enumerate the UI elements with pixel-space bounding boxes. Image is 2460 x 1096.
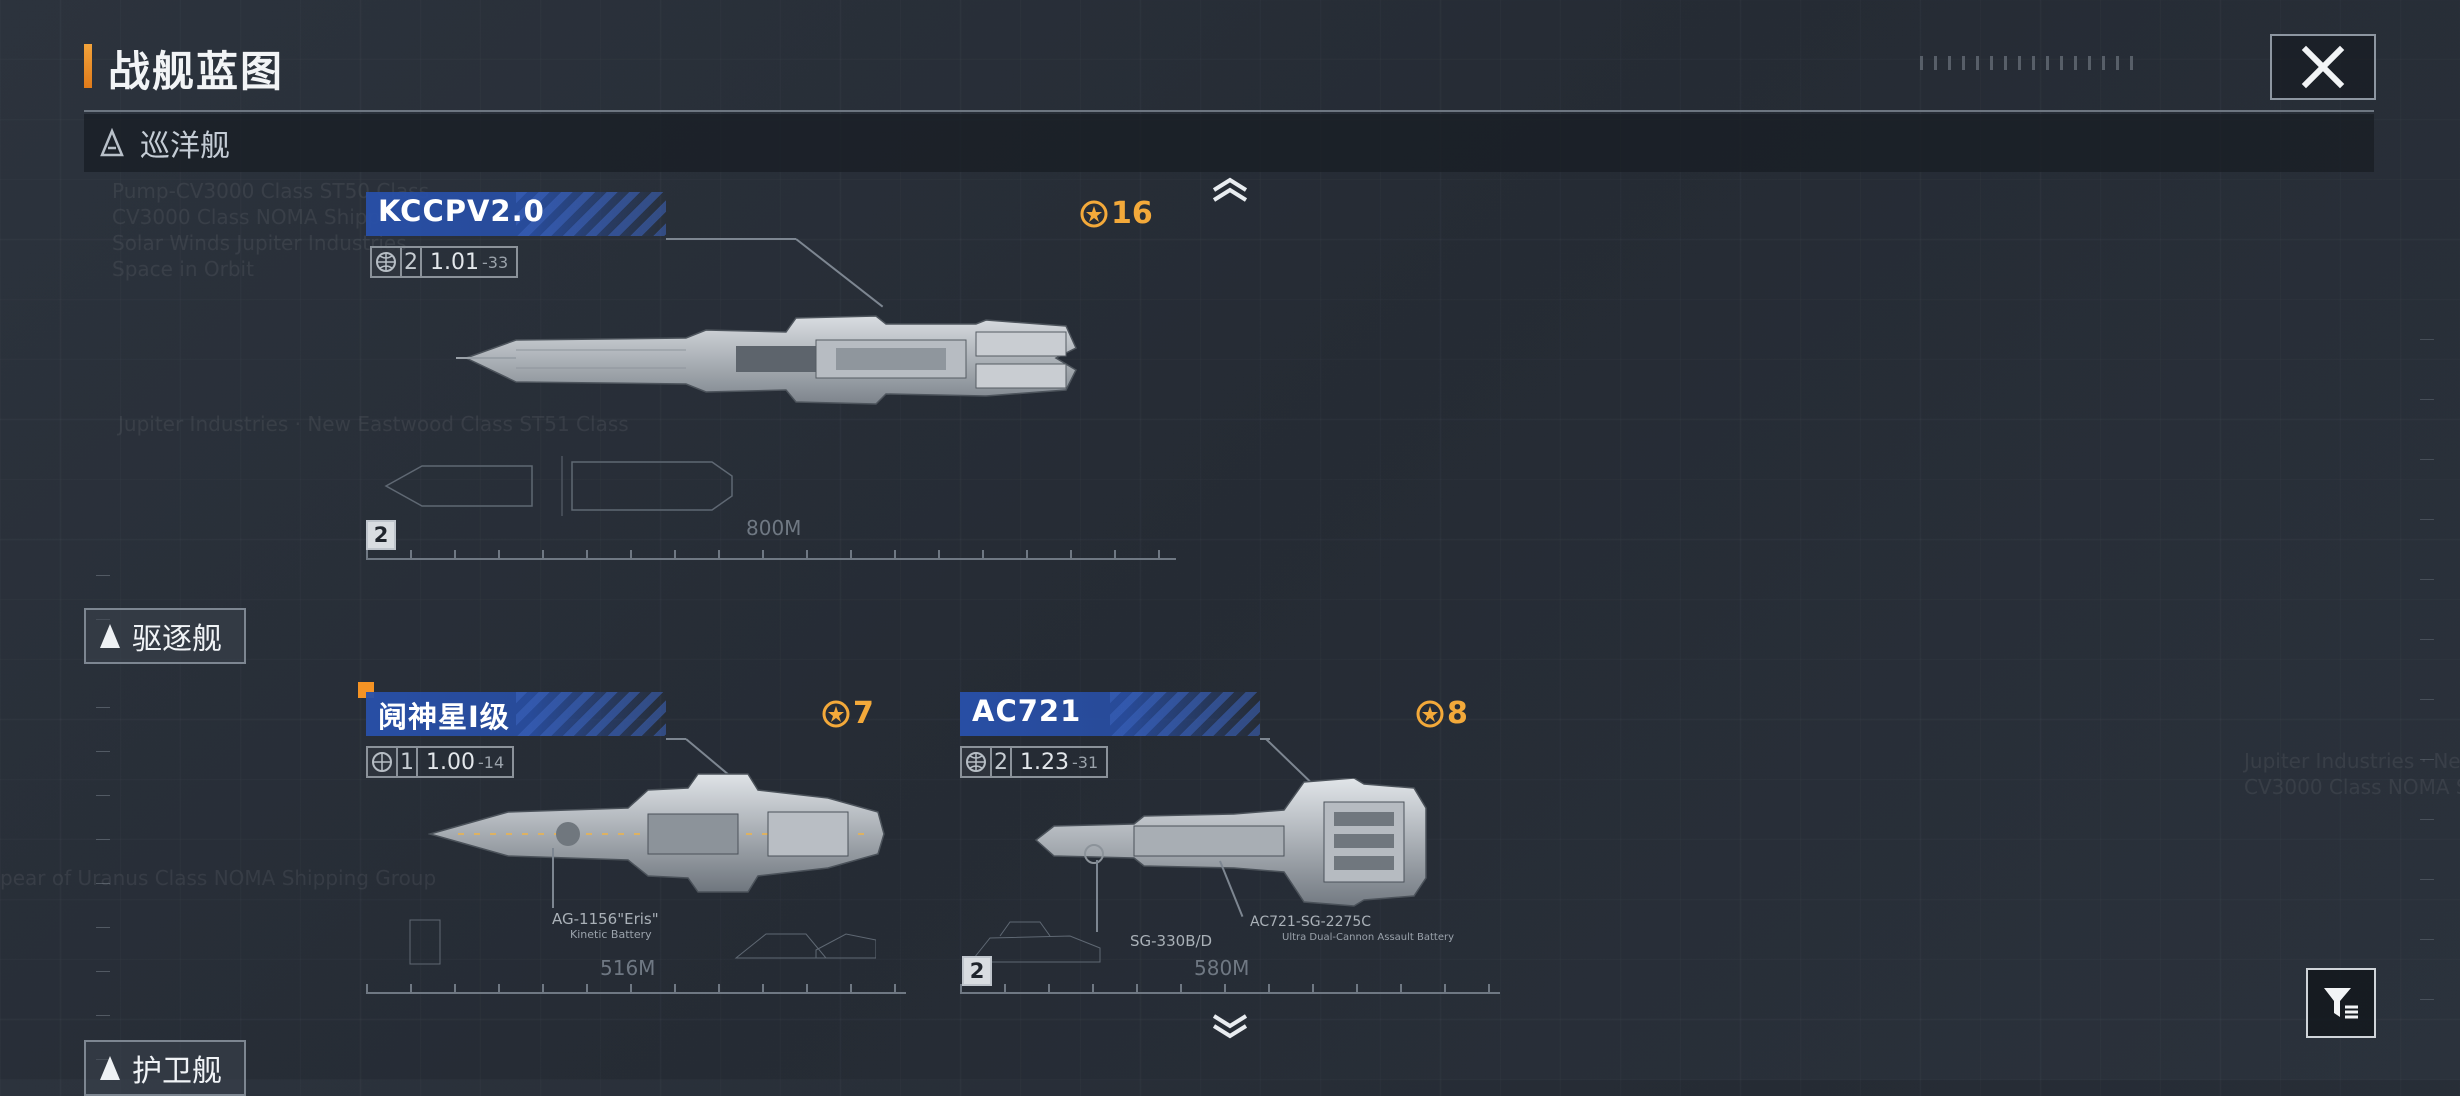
filter-icon	[2324, 988, 2358, 1019]
leader-line	[666, 238, 796, 240]
leader-line	[795, 238, 884, 308]
ship-scale-ruler	[960, 984, 1500, 994]
ship-blueprint-ac721	[1034, 778, 1427, 907]
command-point-icon	[822, 700, 850, 727]
ship-blueprint-kccpv2	[456, 315, 1077, 405]
ship-schematic	[409, 919, 876, 965]
category-label: 驱逐舰	[132, 622, 222, 657]
ship-version-main: 1.00	[426, 749, 475, 775]
ship-cost: 8	[1416, 696, 1468, 731]
category-header-frigate[interactable]: 护卫舰	[84, 1040, 246, 1096]
category-label: 护卫舰	[132, 1054, 222, 1089]
ship-name-banner	[366, 192, 666, 236]
ship-version-sub: -33	[481, 252, 509, 272]
ship-info-row: 2 1.23-31	[960, 746, 1109, 778]
ship-cost: 7	[822, 696, 874, 731]
header-divider	[84, 110, 2374, 112]
ship-level: 1	[398, 746, 418, 778]
filter-button[interactable]	[2306, 968, 2376, 1038]
leader-line	[666, 738, 686, 740]
ship-version: 1.23-31	[1012, 746, 1109, 778]
ship-scale-ruler	[366, 984, 906, 994]
ship-name: KCCPV2.0	[378, 194, 545, 228]
ship-version: 1.01-33	[422, 246, 519, 278]
ship-version-main: 1.23	[1020, 749, 1069, 775]
background-ruler	[2420, 300, 2434, 1000]
command-point-icon	[1080, 200, 1108, 227]
command-point-icon	[1416, 700, 1444, 727]
weapon-callout-sub: Ultra Dual-Cannon Assault Battery	[1282, 932, 1455, 943]
leader-line	[552, 848, 554, 908]
background-decor-text: Jupiter Industries · New Eastwood Class …	[118, 412, 629, 436]
ship-info-row: 2 1.01-33	[370, 246, 519, 278]
ship-card-eris[interactable]: 阋神星Ⅰ级 7 1 1.00-14 AG-1156"Eris" Kinetic …	[366, 692, 906, 1002]
ship-cost-value: 7	[853, 696, 874, 731]
globe-icon	[370, 246, 402, 278]
weapon-callout: AG-1156"Eris"	[552, 910, 659, 928]
ship-class-icon	[100, 128, 124, 157]
ship-card-kccpv2[interactable]: KCCPV2.0 16 2 1.01-33 2 800M	[366, 192, 1186, 562]
background-ruler	[96, 540, 110, 1060]
ship-card-ac721[interactable]: AC721 8 2 1.23-31 SG-330B/D AC721-SG-227…	[960, 692, 1500, 1002]
ship-level: 2	[992, 746, 1012, 778]
ship-scale-ruler	[366, 550, 1176, 560]
ship-version-main: 1.01	[430, 249, 479, 275]
ship-length: 516M	[600, 956, 656, 980]
leader-line	[1096, 860, 1098, 932]
close-button[interactable]	[2270, 34, 2376, 100]
ship-tier-badge: 2	[366, 520, 396, 550]
category-header-destroyer[interactable]: 驱逐舰	[84, 608, 246, 664]
category-header-cruiser[interactable]: 巡洋舰	[84, 114, 2374, 172]
ship-cost: 16	[1080, 196, 1153, 231]
globe-icon	[366, 746, 398, 778]
ship-cost-value: 16	[1111, 196, 1153, 231]
globe-icon	[960, 746, 992, 778]
ship-level: 2	[402, 246, 422, 278]
leader-line	[1260, 738, 1270, 740]
title-accent-bar	[84, 44, 92, 88]
ship-name-banner	[366, 692, 666, 736]
header-decor-bars	[1920, 56, 2140, 70]
ship-length: 580M	[1194, 956, 1250, 980]
ship-class-icon	[100, 624, 120, 648]
chevron-down-icon[interactable]	[1210, 1012, 1250, 1040]
page-title: 战舰蓝图	[108, 47, 285, 96]
ship-name: AC721	[972, 694, 1082, 728]
weapon-callout: SG-330B/D	[1130, 932, 1213, 950]
ship-info-row: 1 1.00-14	[366, 746, 515, 778]
close-icon	[2301, 45, 2345, 89]
ship-blueprint-eris	[428, 773, 885, 893]
weapon-callout: AC721-SG-2275C	[1250, 914, 1372, 930]
ship-schematic	[384, 456, 733, 516]
ship-class-icon	[100, 1056, 120, 1080]
ship-name: 阋神星Ⅰ级	[378, 700, 510, 734]
ship-version: 1.00-14	[418, 746, 515, 778]
background-decor-text: pear of Uranus Class NOMA Shipping Group	[0, 866, 437, 890]
ship-tier-badge: 2	[962, 956, 992, 986]
ship-name-banner	[960, 692, 1260, 736]
category-label: 巡洋舰	[140, 129, 230, 164]
ship-cost-value: 8	[1447, 696, 1468, 731]
weapon-callout-sub: Kinetic Battery	[570, 928, 652, 941]
ship-version-sub: -31	[1071, 752, 1099, 772]
chevron-up-icon[interactable]	[1210, 176, 1250, 204]
ship-version-sub: -14	[477, 752, 505, 772]
ship-length: 800M	[746, 516, 802, 540]
